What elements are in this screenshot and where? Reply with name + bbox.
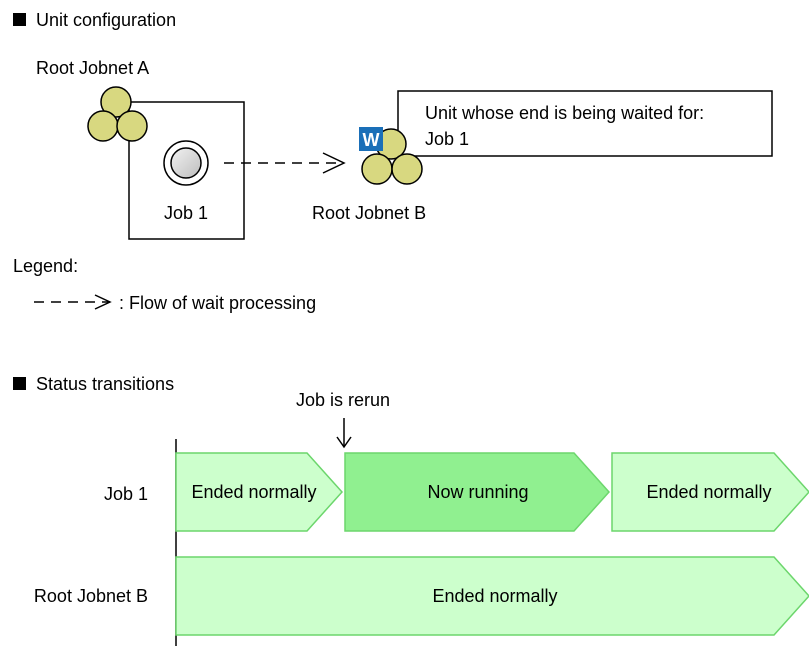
legend-wait-flow-text: : Flow of wait processing (119, 293, 316, 313)
section-bullet-square (13, 13, 26, 26)
state-label: Now running (427, 482, 528, 502)
state-ended-normally (611, 452, 809, 532)
legend-dashed-arrow (34, 294, 112, 310)
root-jobnet-a-label: Root Jobnet A (36, 58, 149, 78)
row-label-root-jobnet-b: Root Jobnet B (34, 586, 148, 606)
wait-badge-letter: W (363, 130, 380, 150)
section-heading-unit-configuration: Unit configuration (36, 10, 176, 30)
legend-title: Legend: (13, 256, 78, 276)
state-now-running (344, 452, 611, 532)
wait-badge (359, 127, 383, 151)
state-ended-normally (175, 452, 344, 532)
row-label-job-1: Job 1 (104, 484, 148, 504)
job-rerun-label: Job is rerun (296, 390, 390, 410)
state-ended-normally (175, 556, 809, 636)
waited-unit-callout (397, 90, 773, 157)
state-label: Ended normally (191, 482, 316, 502)
callout-text-line-2: Job 1 (425, 129, 469, 149)
wait-flow-arrow (224, 152, 346, 174)
state-label: Ended normally (646, 482, 771, 502)
root-jobnet-b-label: Root Jobnet B (312, 203, 426, 223)
section-bullet-square (13, 377, 26, 390)
section-heading-status-transitions: Status transitions (36, 374, 174, 394)
jobnet-icon (87, 86, 148, 142)
job-1-label: Job 1 (164, 203, 208, 223)
job-icon (163, 140, 209, 186)
jobnet-icon (361, 128, 423, 185)
state-label: Ended normally (432, 586, 557, 606)
rerun-down-arrow (336, 418, 352, 449)
callout-text-line-1: Unit whose end is being waited for: (425, 103, 704, 123)
